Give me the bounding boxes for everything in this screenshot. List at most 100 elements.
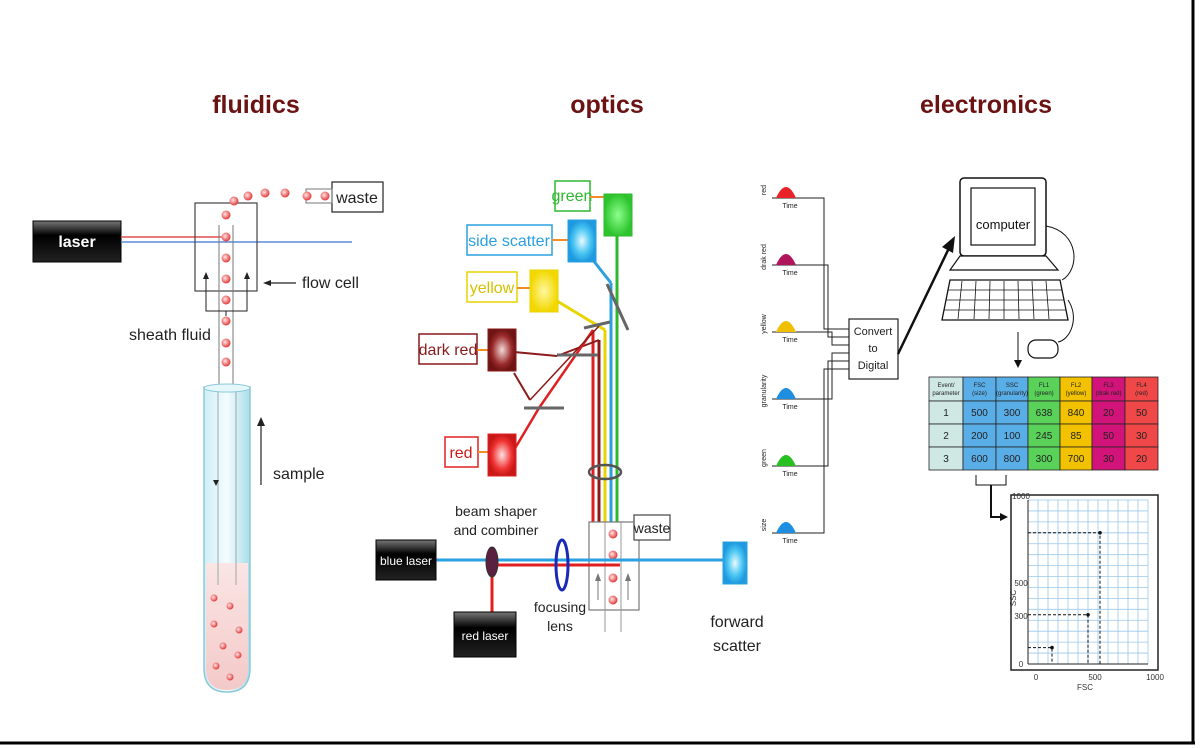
x-tick-1000: 1000 — [1146, 673, 1164, 682]
table-header-line2: (drak red) — [1095, 391, 1121, 397]
green-label: green — [552, 188, 593, 205]
channel-time-label: Time — [782, 337, 797, 344]
table-cell-value: 840 — [1068, 408, 1085, 419]
laser-box — [32, 220, 122, 263]
sample-label: sample — [273, 466, 325, 483]
table-cell-value: 800 — [1004, 454, 1021, 465]
channel-pulse — [776, 455, 796, 466]
optics-section: green side scatter yellow dark red red — [375, 180, 764, 658]
forward-scatter-detector — [722, 541, 748, 585]
channel-label: yellow — [761, 313, 768, 333]
channel-wire — [800, 331, 849, 346]
x-tick-0: 0 — [1034, 673, 1039, 682]
fluidics-section: laser flow cell sheath fluid waste — [32, 181, 384, 693]
event-data-table: Event/parameterFSC(size)SSC(granularity)… — [928, 376, 1159, 471]
table-header-cell — [995, 376, 1029, 402]
computer-label: computer — [976, 217, 1031, 232]
red-label: red — [449, 445, 472, 462]
table-cell-value: 20 — [1136, 454, 1148, 465]
channel-time-label: Time — [782, 538, 797, 545]
electronics-heading: electronics — [920, 91, 1052, 119]
table-cell-value: 200 — [971, 431, 988, 442]
to-computer-arrow — [896, 245, 952, 355]
channel-wire — [800, 360, 849, 467]
convert-label-2: to — [868, 343, 877, 355]
channel-time-label: Time — [782, 471, 797, 478]
table-header-cell — [1091, 376, 1126, 402]
channel-label: drak red — [761, 244, 768, 270]
flow-cell-box — [194, 202, 258, 292]
channel-wire — [800, 197, 849, 330]
dark-red-detector — [487, 328, 517, 372]
yellow-label: yellow — [470, 280, 515, 297]
red-laser-box — [453, 611, 517, 658]
point-guide — [1028, 647, 1053, 664]
plot-points — [1050, 531, 1102, 650]
y-axis-label: SSC — [1009, 590, 1018, 607]
y-tick-1000: 1000 — [1012, 492, 1030, 501]
table-header-cell — [1124, 376, 1159, 402]
y-tick-300: 300 — [1014, 612, 1028, 621]
focusing-lens — [554, 538, 570, 592]
table-header-cell — [962, 376, 997, 402]
waste-box — [331, 181, 384, 213]
forward-scatter-label-1: forward — [710, 614, 763, 631]
channel-pulse — [776, 187, 796, 198]
sample-beads — [210, 594, 243, 681]
table-cell-value: 20 — [1103, 408, 1115, 419]
table-cell-value: 50 — [1103, 431, 1115, 442]
plot-grid — [1027, 499, 1149, 665]
table-header-line1: Event/ — [937, 383, 954, 389]
y-tick-500: 500 — [1014, 579, 1028, 588]
table-header-line1: FL4 — [1136, 383, 1147, 389]
waste-label: waste — [335, 190, 378, 207]
channel-pulse — [776, 388, 796, 399]
channel-wire — [800, 352, 849, 400]
data-point — [1050, 645, 1054, 650]
optics-waste-box — [633, 514, 671, 541]
to-plot-arrow — [990, 485, 1003, 518]
table-cell-value: 700 — [1068, 454, 1085, 465]
table-cell-value: 500 — [971, 408, 988, 419]
channel-wire — [800, 368, 849, 534]
table-cell — [1124, 446, 1159, 471]
green-detector — [603, 193, 633, 237]
table-header-cell — [1027, 376, 1061, 402]
channel-label: green — [761, 449, 768, 467]
waste-beads — [229, 188, 330, 206]
table-cell-value: 85 — [1070, 431, 1082, 442]
channel-label: size — [761, 519, 768, 532]
y-tick-0: 0 — [1019, 660, 1024, 669]
beam-shaper-label-1: beam shaper — [455, 503, 537, 519]
plot-frame — [1010, 494, 1159, 671]
table-cell-value: 30 — [1103, 454, 1115, 465]
data-point — [1086, 613, 1090, 617]
table-header-line1: FL3 — [1103, 383, 1114, 389]
sheath-fluid-label: sheath fluid — [129, 327, 211, 344]
dark-red-label: dark red — [419, 342, 478, 359]
channel-pulse — [776, 321, 796, 332]
optics-waste-label: waste — [633, 520, 671, 536]
channel-time-label: Time — [782, 270, 797, 277]
red-laser-label: red laser — [462, 629, 509, 643]
yellow-label-box — [466, 271, 518, 303]
yellow-detector — [529, 269, 559, 313]
table-cell-value: 3 — [943, 454, 949, 465]
side-scatter-label: side scatter — [468, 233, 550, 250]
table-header-line2: (green) — [1034, 391, 1053, 397]
fsc-ssc-scatter-plot: 1000 500 300 0 0 500 1000 FSC SSC — [1009, 492, 1164, 692]
channel-wire — [800, 264, 849, 338]
table-cell-value: 300 — [1036, 454, 1053, 465]
beam-shaper-label-2: and combiner — [454, 522, 539, 538]
x-tick-500: 500 — [1088, 673, 1102, 682]
x-axis-label: FSC — [1077, 683, 1093, 692]
side-scatter-detector — [567, 219, 597, 263]
table-header-line1: FL2 — [1071, 383, 1082, 389]
